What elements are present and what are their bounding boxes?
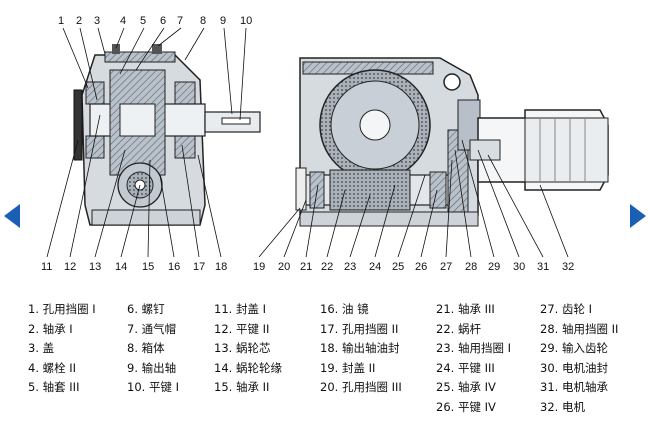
legend-item: 8. 箱体 (127, 341, 165, 355)
callout-label: 10 (240, 15, 252, 27)
callout-label: 32 (562, 261, 574, 273)
callout-label: 30 (513, 261, 525, 273)
legend-item: 9. 输出轴 (127, 360, 177, 375)
legend-item: 31. 电机轴承 (540, 380, 608, 394)
legend-item: 5. 轴套 III (28, 380, 80, 394)
callout-label: 15 (142, 261, 154, 273)
callout-leaders (46, 27, 569, 258)
front-section-view (295, 57, 609, 227)
legend-item: 24. 平键 III (436, 360, 495, 375)
legend-item: 1. 孔用挡圈 I (28, 302, 96, 316)
legend-column-5: 21. 轴承 III 22. 蜗杆 23. 轴用挡圈 I 24. 平键 III … (436, 300, 511, 417)
callout-label: 19 (253, 261, 265, 273)
callout-label: 14 (115, 261, 127, 273)
legend-item: 30. 电机油封 (540, 360, 608, 375)
callout-numbers: 1 2 3 4 5 6 7 8 9 10 11 12 13 14 15 16 1… (41, 15, 574, 273)
legend-item: 12. 平键 II (214, 321, 270, 336)
legend-item: 19. 封盖 II (320, 360, 376, 375)
callout-label: 31 (537, 261, 549, 273)
legend-item: 29. 输入齿轮 (540, 341, 608, 355)
legend-item: 23. 轴用挡圈 I (436, 341, 511, 355)
legend-item: 10. 平键 I (127, 380, 179, 394)
diagram-canvas: 1 2 3 4 5 6 7 8 9 10 11 12 13 14 15 16 1… (41, 15, 609, 273)
callout-label: 27 (440, 261, 452, 273)
parts-legend: 1. 孔用挡圈 I 2. 轴承 I 3. 盖 4. 螺栓 II 5. 轴套 II… (0, 300, 650, 425)
callout-label: 21 (300, 261, 312, 273)
legend-item: 28. 轴用挡圈 II (540, 321, 619, 336)
callout-label: 18 (215, 261, 227, 273)
side-section-view (73, 44, 261, 226)
callout-label: 22 (321, 261, 333, 273)
callout-label: 3 (94, 15, 100, 27)
legend-item: 20. 孔用挡圈 III (320, 380, 402, 394)
legend-item: 17. 孔用挡圈 II (320, 321, 399, 336)
legend-item: 16. 油 镜 (320, 302, 369, 316)
legend-item: 6. 螺钉 (127, 302, 165, 316)
callout-label: 29 (488, 261, 500, 273)
legend-item: 27. 齿轮 I (540, 302, 592, 316)
legend-item: 3. 盖 (28, 341, 55, 355)
chevron-left-icon (4, 204, 20, 228)
legend-item: 7. 通气帽 (127, 321, 177, 336)
legend-item: 14. 蜗轮轮缘 (214, 360, 282, 375)
legend-item: 4. 螺栓 II (28, 360, 77, 375)
next-button[interactable] (628, 202, 648, 230)
legend-item: 25. 轴承 IV (436, 380, 496, 394)
legend-item: 15. 轴承 II (214, 380, 270, 394)
legend-item: 21. 轴承 III (436, 302, 495, 316)
legend-item: 11. 封盖 I (214, 302, 266, 316)
callout-label: 12 (64, 261, 76, 273)
chevron-right-icon (630, 204, 646, 228)
callout-label: 28 (465, 261, 477, 273)
legend-item: 22. 蜗杆 (436, 321, 481, 336)
legend-column-2: 6. 螺钉 7. 通气帽 8. 箱体 9. 输出轴 10. 平键 I (127, 300, 179, 398)
legend-item: 18. 输出轴油封 (320, 341, 400, 355)
legend-column-1: 1. 孔用挡圈 I 2. 轴承 I 3. 盖 4. 螺栓 II 5. 轴套 II… (28, 300, 96, 398)
callout-label: 17 (193, 261, 205, 273)
callout-label: 20 (278, 261, 290, 273)
legend-column-4: 16. 油 镜 17. 孔用挡圈 II 18. 输出轴油封 19. 封盖 II … (320, 300, 402, 398)
callout-label: 2 (76, 15, 82, 27)
callout-label: 13 (89, 261, 101, 273)
legend-item: 32. 电机 (540, 399, 585, 414)
legend-column-3: 11. 封盖 I 12. 平键 II 13. 蜗轮芯 14. 蜗轮轮缘 15. … (214, 300, 282, 398)
legend-column-6: 27. 齿轮 I 28. 轴用挡圈 II 29. 输入齿轮 30. 电机油封 3… (540, 300, 618, 417)
legend-item: 2. 轴承 I (28, 321, 73, 336)
callout-label: 23 (344, 261, 356, 273)
legend-item: 26. 平键 IV (436, 399, 496, 414)
callout-label: 9 (220, 15, 226, 27)
callout-label: 4 (120, 15, 126, 27)
callout-label: 8 (200, 15, 206, 27)
callout-label: 26 (415, 261, 427, 273)
prev-button[interactable] (2, 202, 22, 230)
callout-label: 25 (392, 261, 404, 273)
callout-label: 6 (160, 15, 166, 27)
legend-item: 13. 蜗轮芯 (214, 341, 271, 355)
callout-label: 16 (168, 261, 180, 273)
callout-label: 5 (140, 15, 146, 27)
callout-label: 1 (58, 15, 64, 27)
callout-label: 24 (369, 261, 381, 273)
callout-label: 11 (41, 261, 52, 273)
callout-label: 7 (177, 15, 183, 27)
